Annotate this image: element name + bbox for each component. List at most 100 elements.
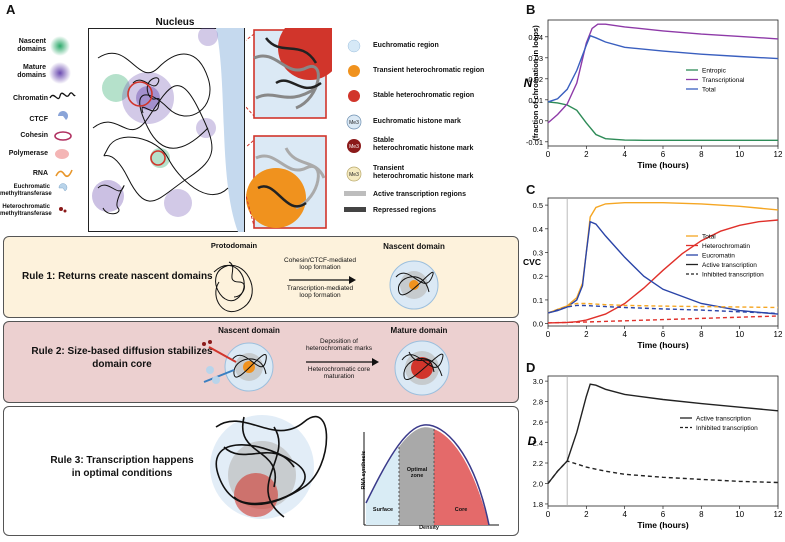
legend-label: Inhibited transcription bbox=[696, 425, 758, 432]
x-axis-label: Time (hours) bbox=[637, 520, 688, 530]
series-line-0 bbox=[547, 383, 779, 484]
x-tick-label: 10 bbox=[735, 330, 744, 339]
rule3-zone-optimal: Optimal zone bbox=[406, 467, 428, 480]
polymerase-icon bbox=[55, 149, 69, 159]
x-tick-label: 8 bbox=[699, 510, 704, 519]
series-line-0 bbox=[547, 101, 778, 141]
rule1-arrow-bottom: Transcription-mediated loop formation bbox=[286, 285, 354, 300]
rule2-graphics bbox=[202, 340, 450, 396]
rule1-graphics bbox=[213, 260, 439, 313]
y-tick-label: 2.8 bbox=[533, 398, 543, 407]
x-tick-label: 4 bbox=[622, 330, 627, 339]
ctcf-icon bbox=[58, 111, 68, 120]
nascent-domain-icon bbox=[50, 36, 70, 56]
nucleus-title: Nucleus bbox=[155, 17, 195, 28]
cohesin-icon bbox=[54, 131, 72, 141]
legend-euchromatic-mark: Euchromatic histone mark bbox=[373, 118, 461, 125]
y-tick-label: 0.1 bbox=[533, 296, 543, 305]
y-tick-label: -0.01 bbox=[526, 138, 543, 147]
legend-label: Heterochromatin bbox=[702, 243, 750, 250]
y-tick-label: 0.03 bbox=[528, 54, 543, 63]
series-line-2 bbox=[547, 34, 779, 103]
legend-cohesin: Cohesin bbox=[20, 132, 48, 139]
transient-mark-text: Me3 bbox=[349, 172, 359, 178]
legend-label: Active transcription bbox=[702, 262, 757, 269]
legend-label: Total bbox=[702, 87, 716, 94]
legend-heterochromatic-mt: Heterochromatic methyltransferase bbox=[0, 204, 52, 217]
legend-label: Inhibited transcription bbox=[702, 272, 764, 279]
series-line-1 bbox=[547, 460, 779, 484]
x-tick-label: 2 bbox=[584, 150, 589, 159]
heterochromatic-methyltransferase-dot bbox=[63, 209, 67, 213]
y-tick-label: 2.6 bbox=[533, 418, 543, 427]
transient-mark-swatch bbox=[346, 166, 362, 182]
x-tick-label: 10 bbox=[735, 510, 744, 519]
x-tick-label: 2 bbox=[584, 330, 589, 339]
x-tick-label: 6 bbox=[661, 510, 666, 519]
legend-polymerase: Polymerase bbox=[8, 150, 48, 157]
rule3-graphics bbox=[210, 415, 499, 526]
rule1-box: Rule 1: Returns create nascent domains P… bbox=[3, 236, 519, 318]
series-line-0 bbox=[547, 202, 779, 314]
legend-euchromatic-region: Euchromatic region bbox=[373, 42, 439, 49]
rule3-zone-core: Core bbox=[454, 507, 468, 513]
rule1-title: Rule 1: Returns create nascent domains bbox=[22, 271, 213, 282]
x-tick-label: 8 bbox=[699, 330, 704, 339]
legend-ctcf: CTCF bbox=[29, 116, 48, 123]
y-axis-label: CVC bbox=[523, 257, 541, 267]
series-line-6 bbox=[547, 315, 779, 324]
rule3-title: Rule 3: Transcription happens in optimal… bbox=[50, 455, 194, 479]
y-tick-label: 0 bbox=[539, 117, 543, 126]
left-legend-icons bbox=[49, 36, 76, 213]
series-line-7 bbox=[547, 304, 779, 315]
panel-label-d: D bbox=[526, 360, 536, 375]
x-tick-label: 10 bbox=[735, 150, 744, 159]
right-legend-swatches: Me3 Me3 Me3 bbox=[344, 39, 366, 212]
y-tick-label: 0.5 bbox=[533, 201, 543, 210]
x-tick-label: 8 bbox=[699, 150, 704, 159]
series-line-1 bbox=[547, 23, 779, 124]
legend-label: Total bbox=[702, 234, 716, 241]
x-tick-label: 12 bbox=[774, 330, 783, 339]
y-tick-label: 2.4 bbox=[533, 439, 543, 448]
euchromatic-methyltransferase-icon bbox=[58, 183, 68, 192]
nucleus-diagram bbox=[88, 28, 245, 232]
x-axis-label: Time (hours) bbox=[637, 340, 688, 350]
legend-chromatin: Chromatin bbox=[13, 95, 48, 102]
y-tick-label: 0.3 bbox=[533, 249, 543, 258]
x-tick-label: 0 bbox=[546, 510, 551, 519]
y-tick-label: 0.0 bbox=[533, 320, 543, 329]
legend-active-transcription: Active transcription regions bbox=[373, 191, 466, 198]
rule2-arrow-bottom: Heterochromatic core maturation bbox=[307, 366, 371, 381]
legend-transient-mark: Transient heterochromatic histone mark bbox=[373, 165, 474, 180]
euchromatic-mark-swatch bbox=[346, 114, 362, 130]
y-tick-label: 0.4 bbox=[533, 225, 543, 234]
legend-stable-mark: Stable heterochromatic histone mark bbox=[373, 137, 474, 152]
euchromatic-mark-text: Me3 bbox=[349, 120, 359, 126]
panel-label-b: B bbox=[526, 2, 536, 17]
legend-label: Eucromatin bbox=[702, 253, 735, 260]
rule1-arrow-top: Cohesin/CTCF-mediated loop formation bbox=[284, 257, 356, 272]
rule3-xlabel: Density bbox=[419, 525, 439, 531]
rule2-box: Rule 2: Size-based diffusion stabilizes … bbox=[3, 321, 519, 403]
zoom-insets bbox=[246, 28, 332, 229]
y-tick-label: 3.0 bbox=[533, 377, 543, 386]
series-line-1 bbox=[547, 219, 779, 324]
y-axis-label: D bbox=[528, 434, 537, 448]
rule3-ylabel: RNA synthesis bbox=[360, 450, 367, 490]
rule2-from-label: Nascent domain bbox=[218, 326, 280, 335]
panel-label-a: A bbox=[6, 2, 16, 17]
legend-repressed: Repressed regions bbox=[373, 207, 437, 214]
legend-mature: Mature domains bbox=[17, 64, 46, 79]
chromatin-icon bbox=[49, 92, 76, 100]
x-tick-label: 6 bbox=[661, 330, 666, 339]
y-tick-label: 0.2 bbox=[533, 272, 543, 281]
legend-rna: RNA bbox=[32, 170, 48, 177]
x-tick-label: 0 bbox=[546, 150, 551, 159]
x-tick-label: 4 bbox=[622, 150, 627, 159]
repressed-swatch bbox=[344, 207, 366, 212]
heterochromatic-methyltransferase-icon bbox=[59, 207, 63, 211]
legend-stable-region: Stable heterochromatic region bbox=[373, 92, 475, 99]
